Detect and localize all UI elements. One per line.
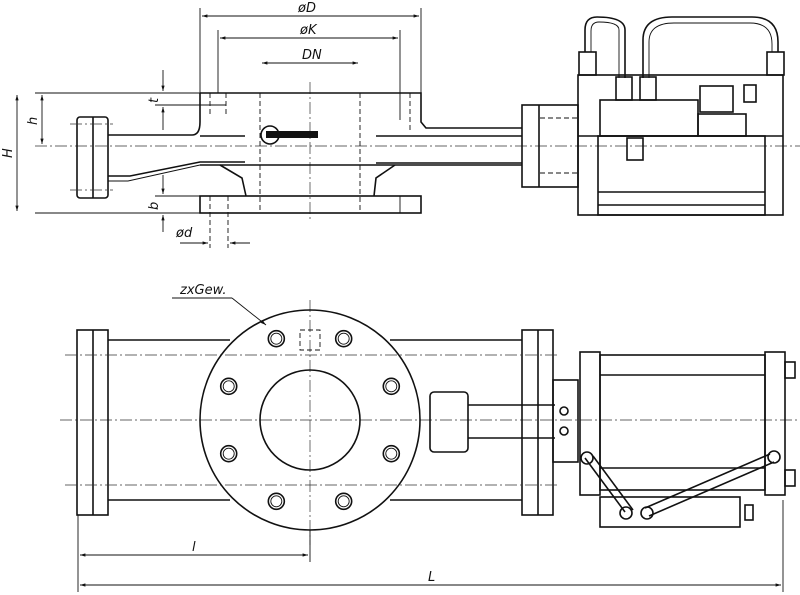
- bolt-hole: [382, 377, 401, 396]
- label-total-length: L: [428, 570, 435, 585]
- bolt-thread: [385, 380, 398, 393]
- label-total-height: H: [1, 148, 16, 158]
- logo: [260, 125, 318, 145]
- side-view: [35, 16, 800, 248]
- bolt-thread: [222, 447, 235, 460]
- bolt-thread: [385, 447, 398, 460]
- label-bolt-circle: øK: [299, 23, 318, 38]
- label-outer-diameter: øD: [297, 1, 316, 16]
- bolt-hole: [267, 329, 286, 348]
- label-hole-diameter: ød: [175, 226, 193, 241]
- label-nominal-diameter: DN: [302, 48, 322, 63]
- label-thread-depth: t: [147, 97, 162, 103]
- bolt-thread: [337, 495, 350, 508]
- bolt-hole: [382, 444, 401, 463]
- bolt-hole: [219, 444, 238, 463]
- bolt-thread: [270, 495, 283, 508]
- top-dimensions: zxGew. l L: [77, 283, 784, 592]
- bolt-thread: [270, 332, 283, 345]
- label-centre-height: h: [26, 117, 41, 125]
- bolt-hole: [267, 492, 286, 511]
- bolt-hole: [334, 492, 353, 511]
- bolt-thread: [337, 332, 350, 345]
- label-threads: zxGew.: [179, 283, 227, 298]
- top-view: [60, 300, 800, 545]
- bolt-hole: [334, 329, 353, 348]
- side-dimensions: øD øK DN H h t b ød: [1, 1, 422, 245]
- label-flange-thickness: b: [147, 202, 162, 210]
- label-half-length: l: [192, 540, 196, 555]
- bolt-hole: [219, 377, 238, 396]
- bolt-thread: [222, 380, 235, 393]
